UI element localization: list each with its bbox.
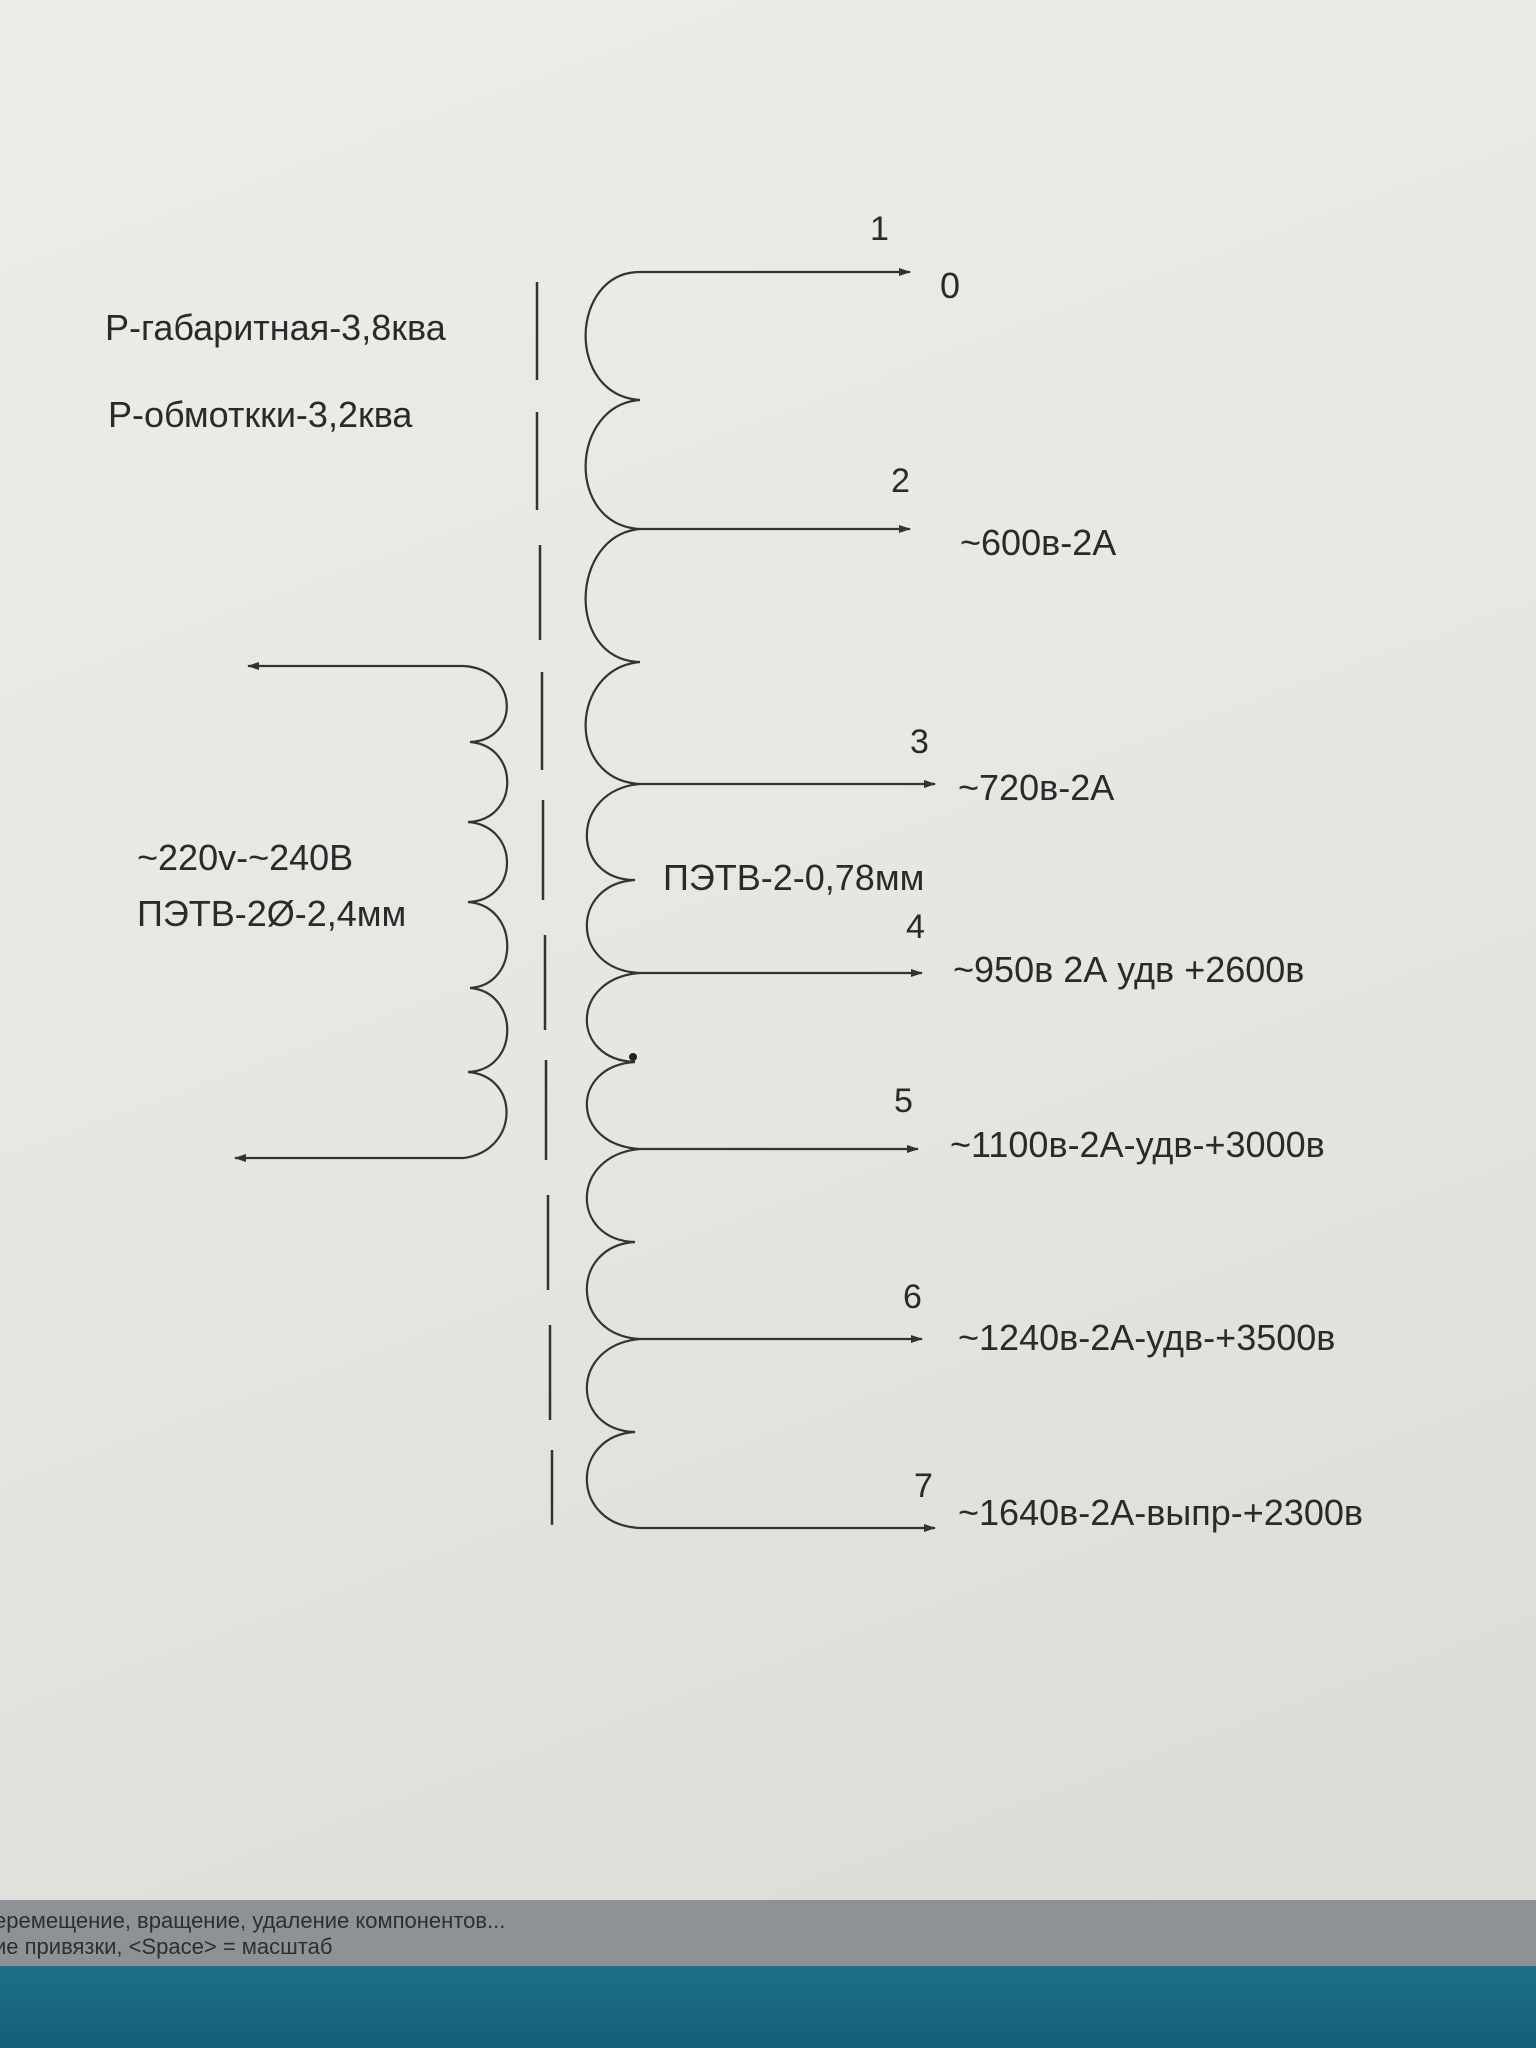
winding-power-label: Р-обмоткки-3,2ква bbox=[108, 394, 413, 435]
tap-number-5: 5 bbox=[894, 1082, 913, 1120]
secondary-winding bbox=[584, 268, 936, 1532]
tap-number-6: 6 bbox=[903, 1278, 922, 1316]
tap-number-4: 4 bbox=[906, 908, 925, 946]
status-line-2: ие привязки, <Space> = масштаб bbox=[0, 1934, 333, 1959]
transformer-diagram: Р-габаритная-3,8ква Р-обмоткки-3,2ква ~2… bbox=[105, 210, 1363, 1533]
tap-label-2: ~600в-2А bbox=[960, 522, 1116, 563]
tap-number-3: 3 bbox=[910, 723, 929, 761]
tap-label-4: ~950в 2А удв +2600в bbox=[953, 949, 1304, 990]
secondary-wire-label: ПЭТВ-2-0,78мм bbox=[663, 857, 924, 898]
taskbar[interactable] bbox=[0, 1966, 1536, 2048]
primary-wire-label: ПЭТВ-2Ø-2,4мм bbox=[137, 893, 406, 934]
primary-voltage-label: ~220v-~240В bbox=[137, 837, 353, 878]
tap-label-5: ~1100в-2А-удв-+3000в bbox=[950, 1124, 1325, 1165]
schematic-canvas[interactable]: Р-габаритная-3,8ква Р-обмоткки-3,2ква ~2… bbox=[0, 0, 1536, 1900]
tap-number-7: 7 bbox=[914, 1467, 933, 1505]
tap-label-6: ~1240в-2А-удв-+3500в bbox=[958, 1317, 1335, 1358]
tap-number-2: 2 bbox=[891, 462, 910, 500]
tap-number-1: 1 bbox=[870, 210, 889, 248]
transformer-core bbox=[535, 282, 554, 1525]
primary-winding bbox=[234, 662, 509, 1162]
status-bar: еремещение, вращение, удаление компонент… bbox=[0, 1900, 1536, 1966]
status-line-1: еремещение, вращение, удаление компонент… bbox=[0, 1908, 506, 1933]
winding-start-dot bbox=[629, 1053, 637, 1061]
tap-leads bbox=[640, 268, 936, 1532]
tap-label-7: ~1640в-2А-выпр-+2300в bbox=[958, 1492, 1363, 1533]
overall-power-label: Р-габаритная-3,8ква bbox=[105, 307, 447, 348]
tap-label-1: 0 bbox=[940, 265, 960, 306]
tap-label-3: ~720в-2А bbox=[958, 767, 1114, 808]
